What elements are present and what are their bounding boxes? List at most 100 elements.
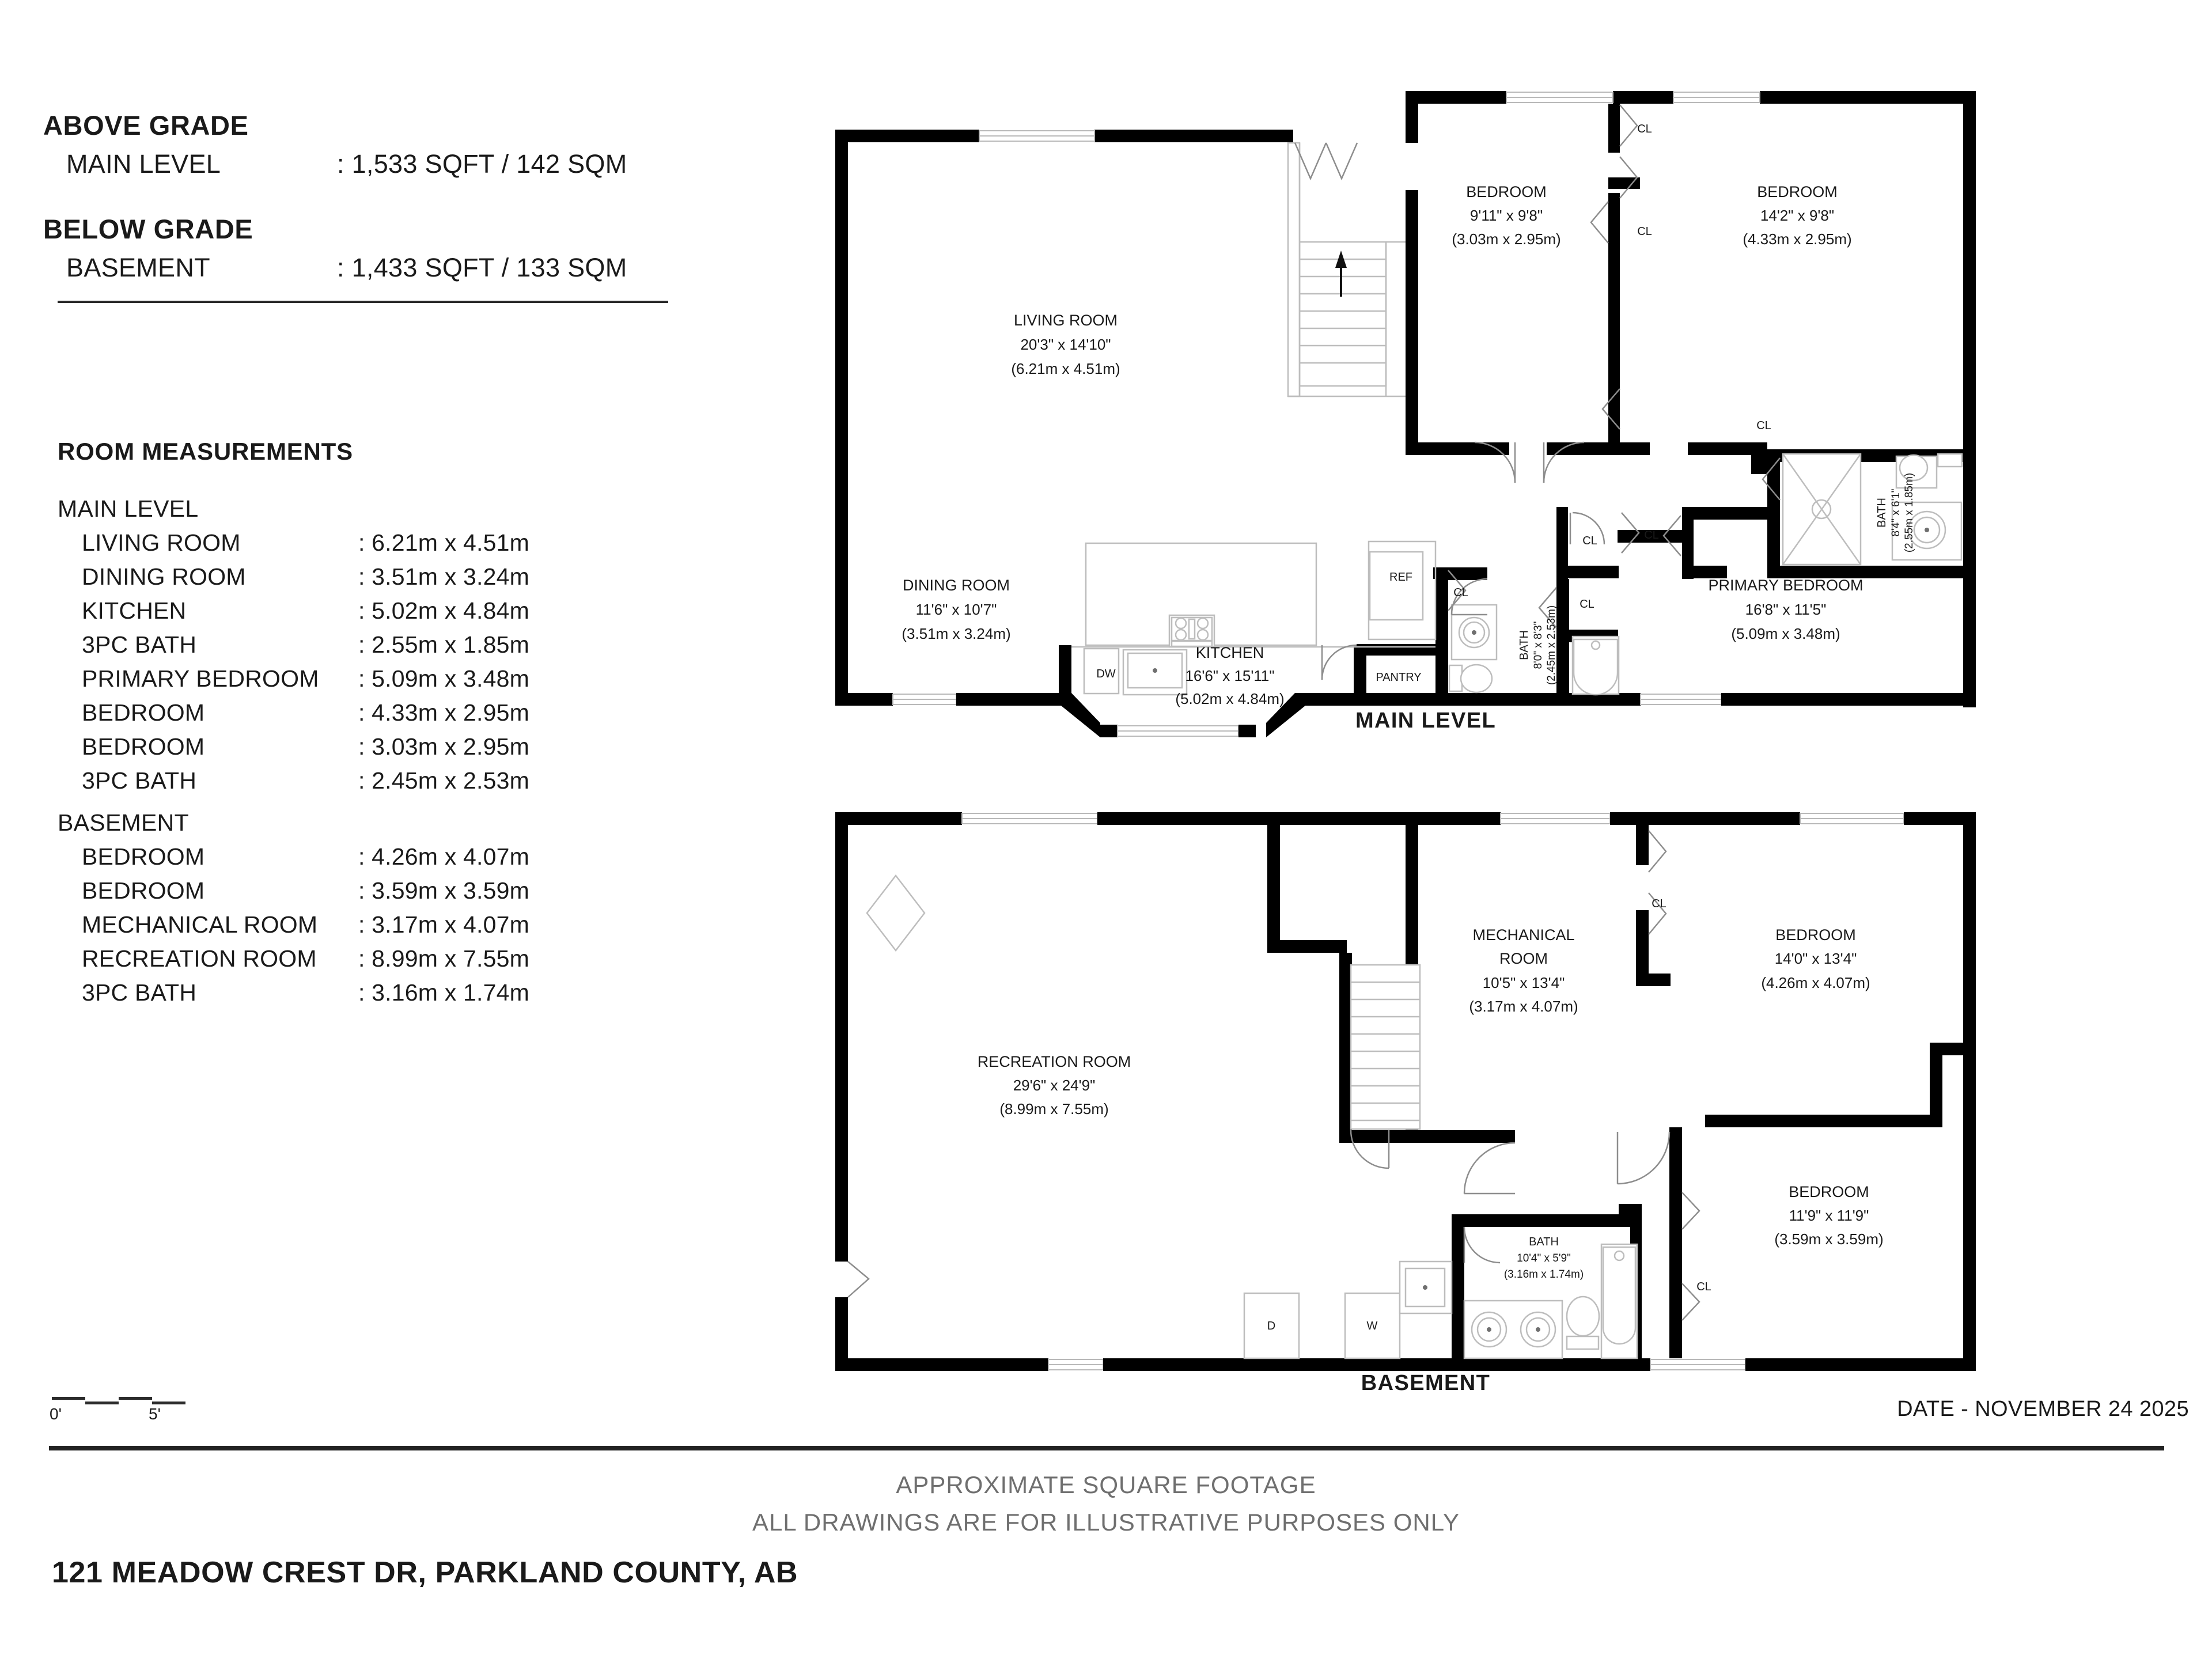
measurement-label: 3PC BATH — [82, 979, 197, 1006]
disclaimer-line-1: APPROXIMATE SQUARE FOOTAGE — [896, 1471, 1316, 1498]
room-label-bath-basement: BATH — [1529, 1236, 1559, 1248]
measurement-label: PRIMARY BEDROOM — [82, 665, 319, 692]
measurement-row: BEDROOM : 4.26m x 4.07m — [58, 843, 529, 870]
fixture-label-dryer: D — [1267, 1320, 1275, 1332]
measurement-row: BEDROOM : 3.59m x 3.59m — [58, 877, 529, 904]
below-grade-title: BELOW GRADE — [43, 214, 253, 244]
measurement-row: 3PC BATH : 2.55m x 1.85m — [58, 631, 529, 658]
room-dim-bedroom-4-imperial: 11'9" x 11'9" — [1789, 1207, 1869, 1224]
measurement-value: : 2.55m x 1.85m — [358, 631, 529, 658]
room-label-bedroom-3: BEDROOM — [1775, 926, 1856, 944]
room-dim-bedroom-4-metric: (3.59m x 3.59m) — [1774, 1230, 1883, 1248]
scale-start-label: 0' — [50, 1405, 62, 1423]
below-grade-value: : 1,433 SQFT / 133 SQM — [337, 253, 627, 282]
fixture-label-ref: REF — [1389, 571, 1412, 584]
measurement-row: 3PC BATH : 2.45m x 2.53m — [58, 767, 529, 794]
measurement-row: LIVING ROOM : 6.21m x 4.51m — [58, 529, 529, 556]
measurement-value: : 5.02m x 4.84m — [358, 597, 529, 624]
room-label-bath-main: BATH — [1518, 630, 1531, 660]
above-grade-value: : 1,533 SQFT / 142 SQM — [337, 149, 627, 179]
room-label-mechanical-room-line2: ROOM — [1499, 950, 1548, 967]
fixture-label-washer: W — [1367, 1320, 1378, 1332]
above-grade-row: MAIN LEVEL : 1,533 SQFT / 142 SQM — [43, 149, 627, 179]
measurement-value: : 4.33m x 2.95m — [358, 699, 529, 726]
room-dim-living-room-metric: (6.21m x 4.51m) — [1011, 360, 1120, 377]
measurement-label: BEDROOM — [82, 843, 205, 870]
closet-label-cl: CL — [1582, 535, 1597, 547]
plan-date: DATE - NOVEMBER 24 2025 — [1897, 1397, 2189, 1421]
info-column: ABOVE GRADE MAIN LEVEL : 1,533 SQFT / 14… — [0, 0, 806, 1659]
measurement-row: MECHANICAL ROOM : 3.17m x 4.07m — [58, 911, 529, 938]
main-level-caption: MAIN LEVEL — [1355, 709, 1497, 733]
room-dim-bedroom-1-metric: (3.03m x 2.95m) — [1452, 230, 1560, 248]
room-dim-bedroom-2-metric: (4.33m x 2.95m) — [1743, 230, 1851, 248]
room-dim-bedroom-3-metric: (4.26m x 4.07m) — [1761, 974, 1870, 991]
room-dim-primary-bedroom-imperial: 16'8" x 11'5" — [1745, 601, 1827, 618]
basement-plan: RECREATION ROOM 29'6" x 24'9" (8.99m x 7… — [824, 801, 2028, 1411]
fixture-label-pantry: PANTRY — [1376, 671, 1421, 684]
measurement-row: 3PC BATH : 3.16m x 1.74m — [58, 979, 529, 1006]
scale-bar-ticks — [52, 1397, 185, 1405]
scale-bar: 0' 5' — [50, 1397, 185, 1428]
room-label-dining-room: DINING ROOM — [903, 577, 1010, 594]
scale-bar-labels: 0' 5' — [50, 1405, 184, 1428]
basement-caption: BASEMENT — [1361, 1371, 1491, 1395]
room-dim-mechanical-room-metric: (3.17m x 4.07m) — [1469, 998, 1578, 1015]
measurement-group-main-level: MAIN LEVEL LIVING ROOM : 6.21m x 4.51m D… — [58, 495, 529, 794]
above-grade-block: ABOVE GRADE MAIN LEVEL : 1,533 SQFT / 14… — [43, 109, 627, 179]
room-dim-bedroom-3-imperial: 14'0" x 13'4" — [1775, 950, 1857, 967]
above-grade-title: ABOVE GRADE — [43, 110, 249, 141]
closet-label-cl: CL — [1637, 225, 1652, 238]
below-grade-block: BELOW GRADE BASEMENT : 1,433 SQFT / 133 … — [43, 213, 627, 283]
measurement-group-heading: BASEMENT — [58, 809, 189, 836]
room-dim-kitchen-imperial: 16'6" x 15'11" — [1185, 667, 1274, 684]
measurement-row: BEDROOM : 3.03m x 2.95m — [58, 733, 529, 760]
measurement-row: DINING ROOM : 3.51m x 3.24m — [58, 563, 529, 590]
property-address: 121 MEADOW CREST DR, PARKLAND COUNTY, AB — [52, 1556, 798, 1589]
disclaimer-line-2: ALL DRAWINGS ARE FOR ILLUSTRATIVE PURPOS… — [752, 1509, 1460, 1536]
room-dim-dining-room-metric: (3.51m x 3.24m) — [902, 625, 1010, 642]
closet-label-cl: CL — [1652, 897, 1666, 910]
measurement-label: LIVING ROOM — [82, 529, 241, 556]
footer-divider — [49, 1446, 2164, 1450]
measurement-value: : 4.26m x 4.07m — [358, 843, 529, 870]
measurement-value: : 5.09m x 3.48m — [358, 665, 529, 692]
measurement-label: 3PC BATH — [82, 631, 197, 658]
room-label-bath-ensuite: BATH — [1876, 498, 1888, 528]
closet-label-cl: CL — [1637, 123, 1652, 135]
measurement-value: : 3.59m x 3.59m — [358, 877, 529, 904]
room-dim-kitchen-metric: (5.02m x 4.84m) — [1175, 690, 1284, 707]
below-grade-row: BASEMENT : 1,433 SQFT / 133 SQM — [43, 253, 627, 283]
fixture-label-dw: DW — [1096, 668, 1115, 680]
measurement-value: : 3.17m x 4.07m — [358, 911, 529, 938]
room-dim-primary-bedroom-metric: (5.09m x 3.48m) — [1731, 625, 1840, 642]
closet-label-cl: CL — [1580, 598, 1594, 611]
room-label-recreation-room: RECREATION ROOM — [978, 1053, 1131, 1070]
summary-divider — [58, 301, 668, 303]
measurement-label: RECREATION ROOM — [82, 945, 317, 972]
room-label-living-room: LIVING ROOM — [1014, 312, 1118, 329]
measurement-row: RECREATION ROOM : 8.99m x 7.55m — [58, 945, 529, 972]
disclaimer: APPROXIMATE SQUARE FOOTAGE ALL DRAWINGS … — [0, 1466, 2212, 1541]
measurement-value: : 3.16m x 1.74m — [358, 979, 529, 1006]
room-dim-bedroom-1-imperial: 9'11" x 9'8" — [1470, 207, 1543, 224]
room-dim-bath-basement-imperial: 10'4" x 5'9" — [1517, 1252, 1571, 1264]
room-dim-bath-ensuite-imperial: 8'4" x 6'1" — [1890, 488, 1902, 536]
room-dim-recreation-room-imperial: 29'6" x 24'9" — [1013, 1077, 1096, 1094]
room-dim-bath-basement-metric: (3.16m x 1.74m) — [1504, 1268, 1584, 1281]
measurement-row: KITCHEN : 5.02m x 4.84m — [58, 597, 529, 624]
room-label-mechanical-room-line1: MECHANICAL — [1472, 926, 1574, 944]
closet-label-cl: CL — [1696, 1281, 1711, 1293]
room-dim-bath-main-metric: (2.45m x 2.53m) — [1546, 605, 1558, 685]
main-level-plan: LIVING ROOM 20'3" x 14'10" (6.21m x 4.51… — [824, 69, 2028, 749]
below-grade-label: BASEMENT — [66, 253, 210, 282]
scale-end-label: 5' — [149, 1405, 161, 1423]
measurement-value: : 8.99m x 7.55m — [358, 945, 529, 972]
room-label-bedroom-1: BEDROOM — [1466, 183, 1547, 200]
room-measurements-title: ROOM MEASUREMENTS — [58, 438, 353, 465]
measurement-label: DINING ROOM — [82, 563, 246, 590]
room-label-primary-bedroom: PRIMARY BEDROOM — [1708, 577, 1863, 594]
measurement-value: : 2.45m x 2.53m — [358, 767, 529, 794]
measurement-group-heading: MAIN LEVEL — [58, 495, 199, 522]
